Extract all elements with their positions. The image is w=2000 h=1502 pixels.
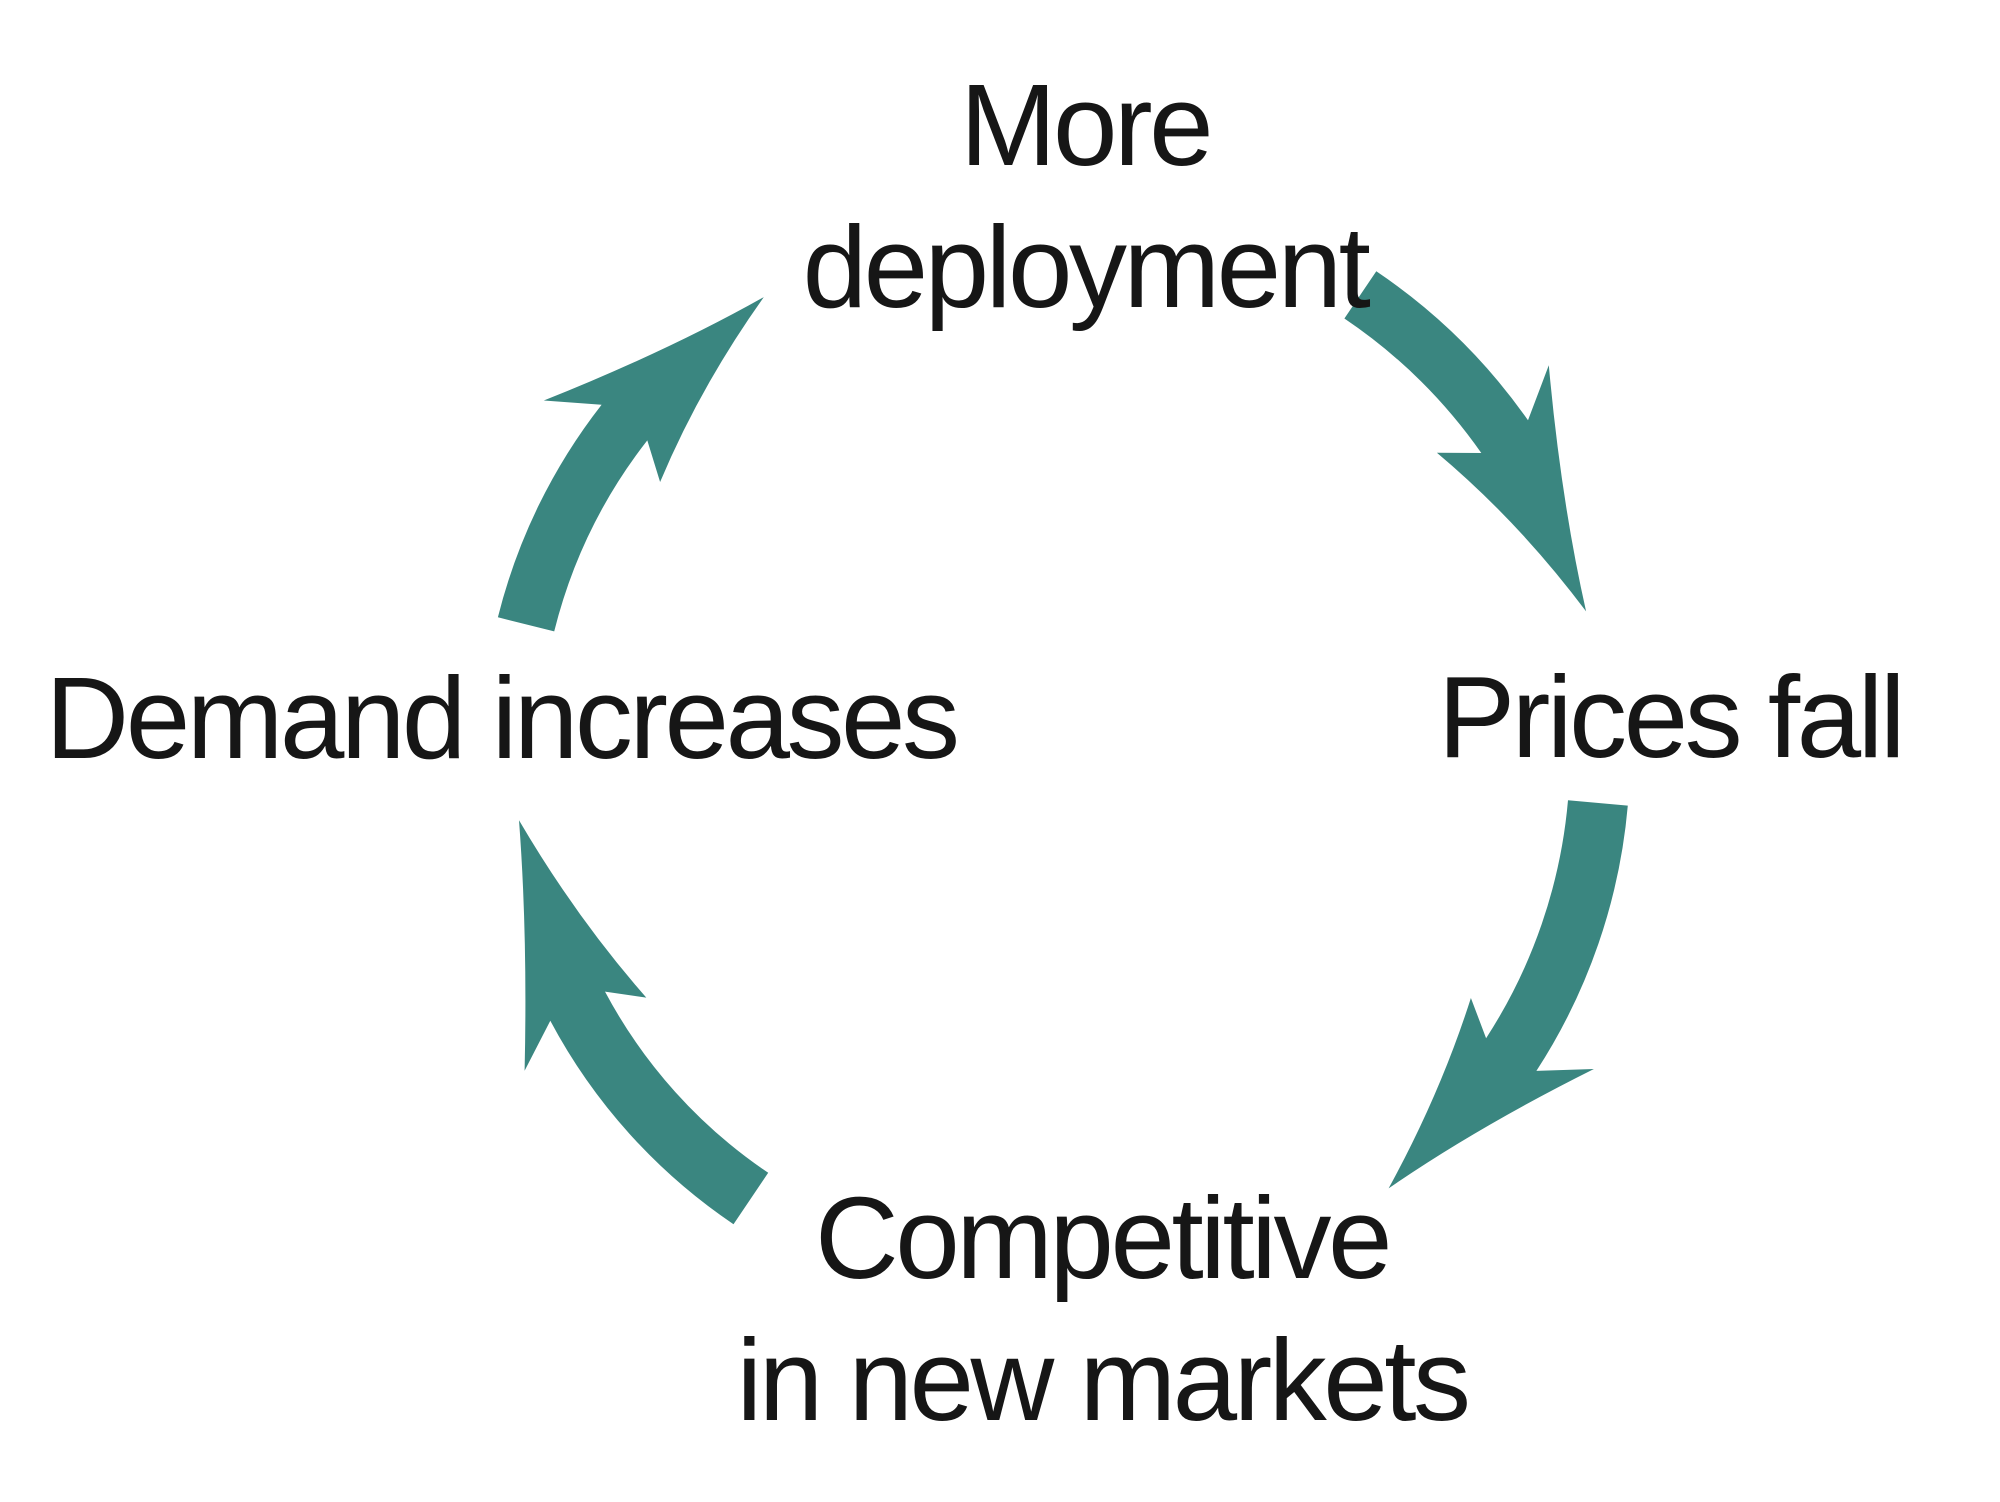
node-competitive-line-1: Competitive	[815, 1173, 1389, 1303]
node-prices-fall: Prices fall	[1438, 652, 1902, 782]
node-competitive-line-2: in new markets	[736, 1315, 1467, 1445]
node-more-deployment-line-1: More	[960, 60, 1210, 190]
arrow-more-deployment-to-prices-fall	[1344, 271, 1587, 612]
arrow-prices-fall-to-competitive-in-new-markets	[1388, 800, 1628, 1189]
node-more-deployment-line-2: deployment	[803, 202, 1371, 332]
arrow-demand-increases-to-more-deployment	[497, 297, 764, 632]
cycle-node-labels: More deployment Prices fall Competitive …	[45, 60, 1905, 1445]
node-demand-increases: Demand increases	[45, 653, 956, 783]
arrow-competitive-in-new-markets-to-demand-increases	[519, 820, 769, 1225]
cycle-arrows	[497, 271, 1628, 1225]
